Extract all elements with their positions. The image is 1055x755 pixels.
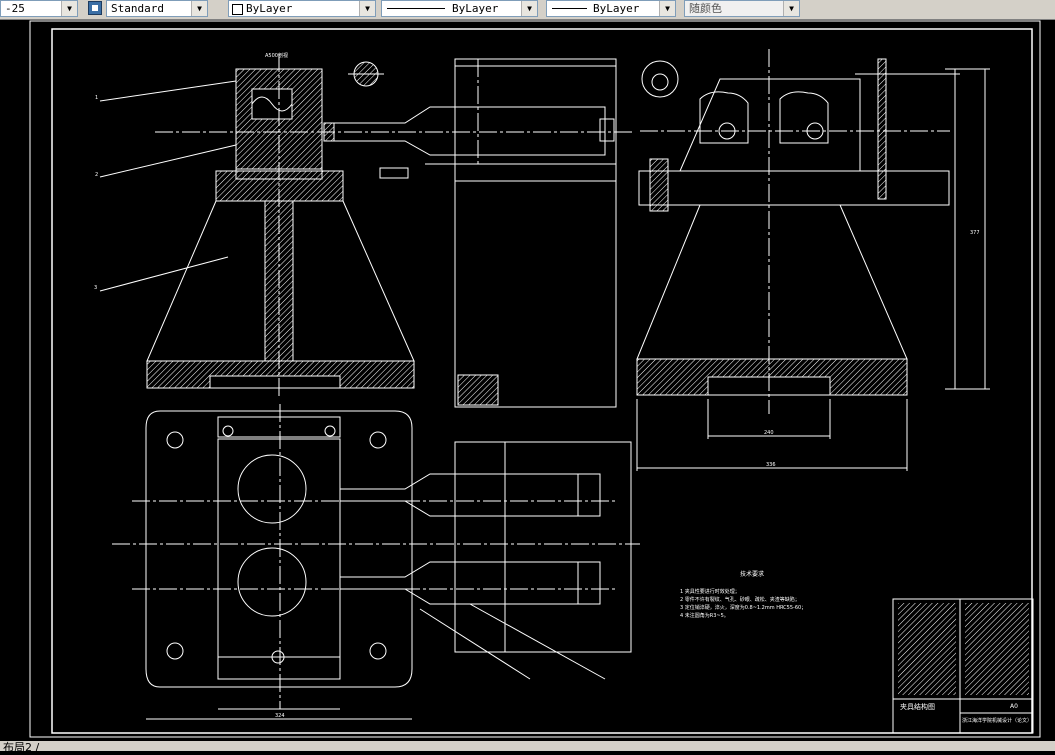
right-section-view: 377 240 336 (636, 49, 990, 471)
dimension-plan-width: 324 (275, 713, 285, 719)
linetype-sample-icon (387, 8, 445, 9)
technical-requirements: 技术要求 1 夹具性要进行时效处理； 2 零件不许有裂纹、气孔、砂眼、疏松、夹渣… (680, 570, 806, 619)
sheet-outer-border (29, 20, 1041, 738)
drawing-name: 夹具结构图 (900, 702, 935, 711)
dimension-width: 336 (766, 462, 776, 468)
text-style-icon[interactable] (88, 1, 102, 15)
dimstyle-value: -25 (5, 2, 25, 15)
textstyle-combo[interactable]: Standard ▼ (106, 0, 208, 17)
tech-req-line: 3 定位销淬硬，淬火，深度为0.8~1.2mm HRC55-60； (680, 604, 806, 611)
chevron-down-icon[interactable]: ▼ (61, 1, 77, 16)
side-view (323, 58, 617, 408)
chevron-down-icon[interactable]: ▼ (783, 1, 799, 16)
linetype-value: ByLayer (452, 2, 499, 15)
tech-req-line: 1 夹具性要进行时效处理； (680, 588, 740, 595)
plotstyle-value: 随颜色 (689, 2, 722, 15)
lineweight-value: ByLayer (593, 2, 640, 15)
tech-req-line: 2 零件不许有裂纹、气孔、砂眼、疏松、夹渣等缺陷； (680, 596, 800, 603)
layout-tab-bar: 布局2 / (0, 741, 1055, 754)
school-name: 浙江海洋学院机械设计（论文） (962, 717, 1032, 724)
tech-req-title: 技术要求 (740, 570, 764, 578)
leader-label: 1 (95, 95, 98, 101)
dimstyle-combo[interactable]: -25 ▼ (0, 0, 78, 17)
sheet-inner-border (51, 28, 1033, 734)
chevron-down-icon[interactable]: ▼ (659, 1, 675, 16)
plan-view: 324 (112, 404, 640, 720)
front-section-view: 1 2 3 (94, 54, 635, 399)
textstyle-value: Standard (111, 2, 164, 15)
lineweight-sample-icon (552, 8, 587, 9)
layer-color-value: ByLayer (246, 2, 293, 15)
layer-color-combo[interactable]: ByLayer ▼ (228, 0, 376, 17)
view-title: A500剖视 (265, 52, 288, 59)
chevron-down-icon[interactable]: ▼ (359, 1, 375, 16)
layout-tab[interactable]: 布局2 / (3, 741, 40, 754)
leader-label: 3 (94, 285, 97, 291)
plotstyle-combo[interactable]: 随颜色 ▼ (684, 0, 800, 17)
drawing-canvas[interactable]: A500剖视 1 2 3 (0, 19, 1055, 741)
tech-req-line: 4 未注圆角为R3~5。 (680, 612, 729, 619)
properties-toolbar: -25 ▼ Standard ▼ ByLayer ▼ ByLayer ▼ ByL… (0, 0, 1055, 20)
color-swatch-icon (232, 4, 243, 15)
leader-label: 2 (95, 172, 98, 178)
title-block: 夹具结构图 A0 浙江海洋学院机械设计（论文） (892, 598, 1034, 734)
chevron-down-icon[interactable]: ▼ (521, 1, 537, 16)
linetype-combo[interactable]: ByLayer ▼ (381, 0, 538, 17)
lineweight-combo[interactable]: ByLayer ▼ (546, 0, 676, 17)
chevron-down-icon[interactable]: ▼ (191, 1, 207, 16)
sheet-size: A0 (1010, 703, 1018, 710)
dimension-height: 377 (970, 230, 980, 236)
dimension-base: 240 (764, 430, 774, 436)
